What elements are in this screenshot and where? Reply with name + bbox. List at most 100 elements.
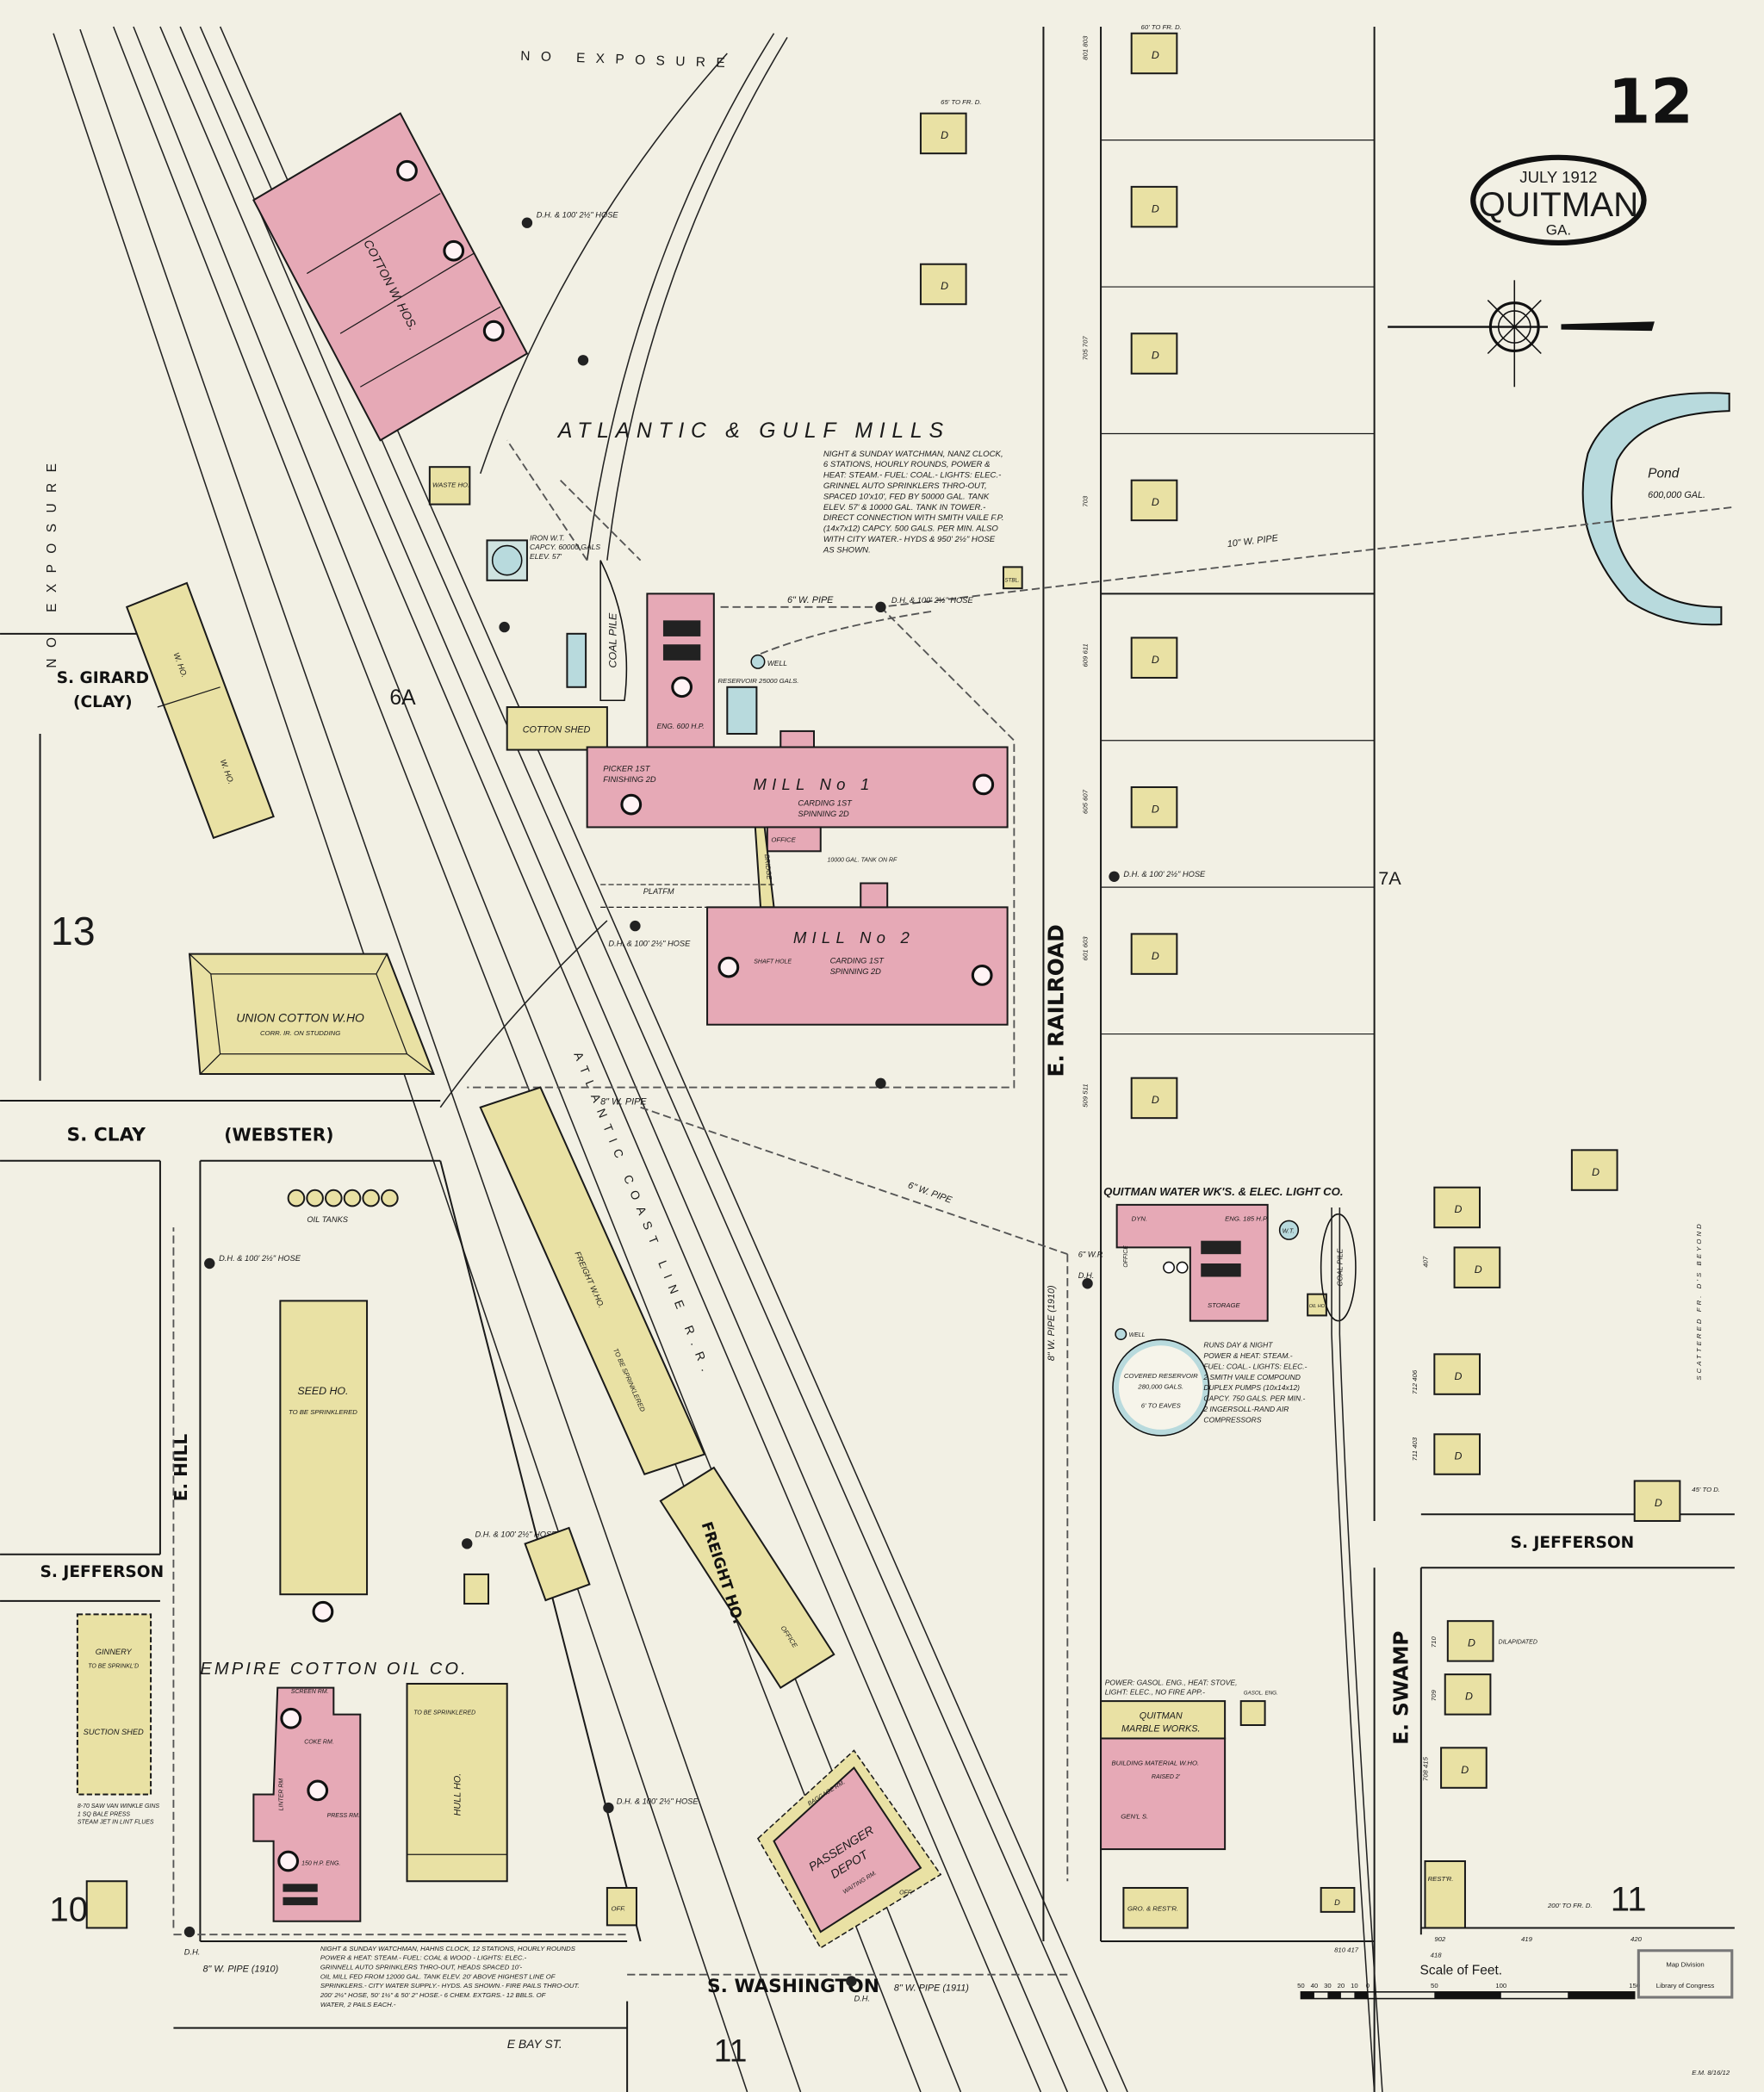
empire-name: EMPIRE COTTON OIL CO. (200, 1660, 468, 1679)
dwelling-label: D (1152, 350, 1159, 362)
distance-note: 200' TO FR. D. (1547, 1902, 1593, 1909)
suction-shed-label: SUCTION SHED (84, 1728, 144, 1736)
hull-house-note: TO BE SPRINKLERED (413, 1710, 475, 1716)
dwelling-label: D (1465, 1691, 1473, 1703)
scale-tick-label: 50 (1297, 1982, 1305, 1990)
svg-text:810 417: 810 417 (1334, 1946, 1359, 1953)
marble-notes: POWER: GASOL. ENG., HEAT: STOVE, LIGHT: … (1105, 1679, 1239, 1697)
scale-tick-label: 150 (1629, 1982, 1640, 1990)
hydrant-icon (875, 601, 886, 613)
freight-warehouse (479, 1086, 706, 1476)
svg-text:418: 418 (1431, 1952, 1443, 1959)
map-date: JULY 1912 (1519, 168, 1597, 186)
pipe-label-6in: 6" W. PIPE (787, 595, 834, 605)
storage-label: STORAGE (1208, 1301, 1241, 1309)
atlantic-gulf-mills-notes: NIGHT & SUNDAY WATCHMAN, NANZ CLOCK, 6 S… (823, 450, 1006, 556)
hydrant-label: D.H. & 100' 2½" HOSE (891, 596, 974, 605)
dwelling-label: D (1461, 1764, 1469, 1776)
stable-label: STBL. (1005, 577, 1020, 583)
ginnery-note: TO BE SPRINKL'D (88, 1663, 139, 1669)
bridge-label: BRIDGE (763, 854, 773, 880)
warehouse-small (524, 1526, 591, 1602)
empire-cotton-oil: OIL TANKS SEED HO. TO BE SPRINKLERED EMP… (76, 1189, 637, 2008)
girard-warehouses (125, 581, 275, 840)
svg-text:601 603: 601 603 (1082, 936, 1090, 961)
water-pipes (172, 439, 1735, 1976)
hydrant-icon (462, 1538, 473, 1549)
dwelling-label: D (1152, 1094, 1159, 1106)
street-s-girard: S. GIRARD (57, 669, 149, 687)
platform-label: PLATFM (643, 887, 674, 896)
automatic-sprinkler-icon (396, 159, 418, 182)
svg-text:709: 709 (1430, 1690, 1438, 1702)
linter-room: LINTER RM (278, 1779, 284, 1811)
hydrant-label-dh: D.H. (1078, 1271, 1095, 1280)
scale-title: Scale of Feet. (1420, 1964, 1503, 1978)
cotton-shed (506, 706, 608, 751)
hydrants (183, 217, 1120, 1987)
railroad-tracks (53, 26, 1128, 2092)
street-lines (0, 26, 1735, 2092)
mill-office (766, 826, 822, 853)
title-cartouche: JULY 1912 QUITMAN GA. (1470, 154, 1647, 246)
svg-text:708 415: 708 415 (1422, 1756, 1430, 1781)
dwelling-label: D (1334, 1898, 1340, 1907)
ww-office-label: OFFICE (1123, 1245, 1129, 1268)
gasoline-engine-house (1239, 1700, 1266, 1727)
well-icon (1115, 1328, 1127, 1341)
automatic-sprinkler-icon (280, 1707, 302, 1729)
svg-text:Library of Congress: Library of Congress (1656, 1982, 1715, 1990)
covered-reservoir (1112, 1338, 1210, 1437)
shed-small (463, 1573, 490, 1605)
hydrant-icon (1109, 871, 1120, 882)
freight-house (659, 1466, 835, 1690)
scale-tick-label: 40 (1311, 1982, 1319, 1990)
waste-house (428, 466, 471, 506)
addresses: 801 803 705 707 703 609 611 605 607 601 … (1082, 35, 1643, 1959)
dwelling: D (1130, 933, 1178, 975)
mill-no-2-use2: SPINNING 2D (830, 967, 882, 976)
well (566, 632, 587, 688)
dynamo-label: DYN. (1132, 1214, 1147, 1222)
empire-office (606, 1886, 637, 1927)
dwelling-label: D (1152, 803, 1159, 815)
adjacent-sheet-6a: 6A (389, 686, 416, 710)
screen-room: SCREEN RM. (291, 1689, 329, 1695)
automatic-sprinkler-icon (620, 793, 643, 816)
stable (1002, 566, 1023, 590)
passenger-depot: PASSENGER DEPOT WAITING RM. BAGGAGE RM. … (756, 1749, 942, 1949)
svg-text:902: 902 (1434, 1935, 1446, 1943)
adjacent-sheet-11-south: 11 (714, 2032, 748, 2068)
dwelling: D (1570, 1149, 1618, 1191)
adjacent-sheet-7a: 7A (1378, 867, 1401, 889)
marble-name: QUITMAN (1140, 1710, 1183, 1721)
hydrant-label: D.H. & 100' 2½" HOSE (617, 1797, 699, 1805)
engine-label: ENG. 600 H.P. (656, 722, 704, 730)
hydrant-label-dh: D.H. (184, 1947, 201, 1956)
automatic-sprinkler-icon (482, 320, 505, 342)
well-icon (750, 654, 766, 669)
restaurant-label: REST'R. (1428, 1875, 1454, 1883)
dwelling-label: D (1455, 1370, 1463, 1382)
raised-label: RAISED 2' (1152, 1774, 1181, 1780)
reservoir (726, 686, 758, 736)
hydrant-icon (603, 1802, 614, 1814)
restaurant (1424, 1859, 1466, 1929)
oil-tanks (287, 1189, 399, 1207)
cotton-warehouses (252, 112, 529, 442)
mill-no-1-label: MILL No 1 (753, 775, 874, 793)
union-cotton-note: CORR. IR. ON STUDDING (260, 1029, 340, 1037)
engine-label: ENG. 185 H.P. (1225, 1214, 1268, 1222)
pipe-label-10in: 10" W. PIPE (1227, 533, 1279, 549)
svg-text:605 607: 605 607 (1082, 789, 1090, 814)
mill-no-2 (706, 906, 1009, 1026)
gasoline-engine-label: GASOL. ENG. (1244, 1690, 1278, 1696)
pipe-label-8in-1910-b: 8" W. PIPE (1910) (203, 1965, 279, 1975)
svg-text:420: 420 (1630, 1935, 1643, 1943)
atlantic-gulf-mills: COTTON W. HOS. ATLANTIC & GULF MILLS NIG… (252, 112, 1023, 1026)
water-tank-icon (1278, 1220, 1300, 1240)
automatic-sprinkler-icon (307, 1779, 329, 1802)
scale-tick-label: 20 (1338, 1982, 1345, 1990)
city-name: QUITMAN (1479, 185, 1639, 224)
coke-room: COKE RM. (304, 1740, 334, 1746)
